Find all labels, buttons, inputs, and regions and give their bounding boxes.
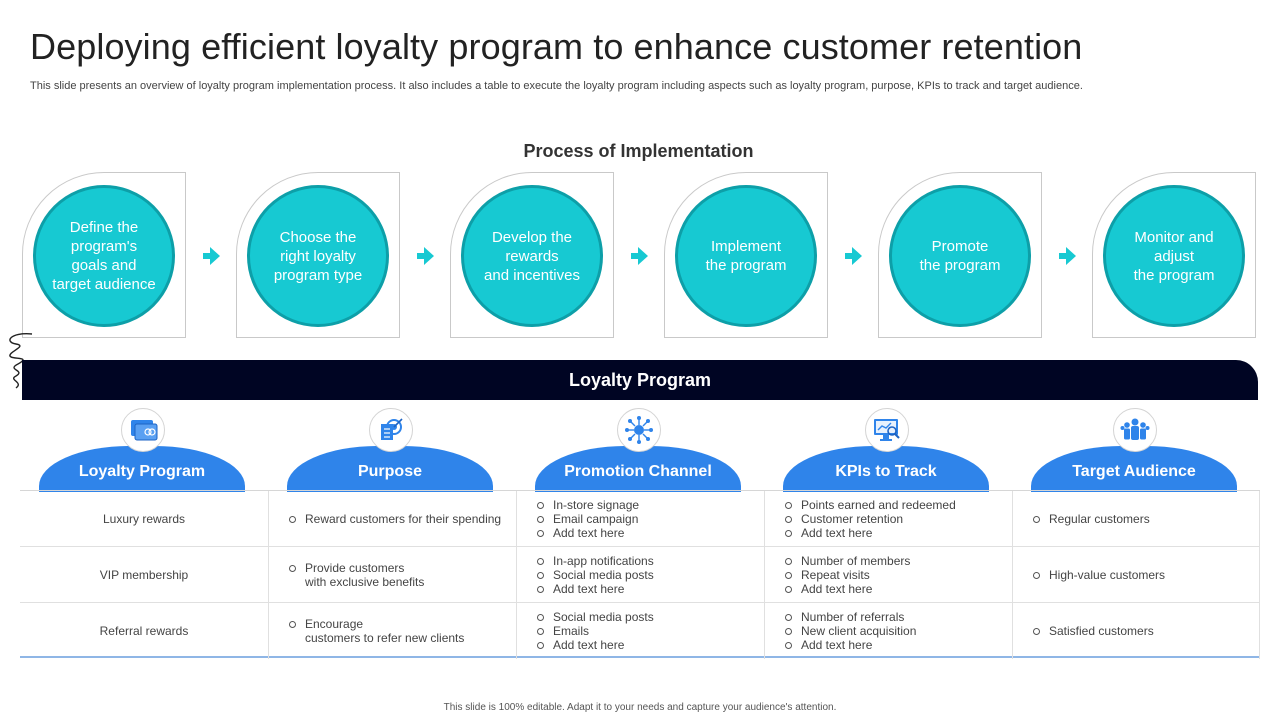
page-title: Deploying efficient loyalty program to e… [30,26,1083,67]
scribble-decoration-icon [9,333,33,389]
list-item: Add text here [535,638,654,652]
monitor-chart-icon [865,408,909,452]
list-item: In-app notifications [535,554,654,568]
card-icon [121,408,165,452]
arrow-right-icon [1059,247,1076,265]
list-item: Add text here [535,526,639,540]
column-header-purpose: Purpose [287,446,493,492]
list-item: Provide customers with exclusive benefit… [287,561,424,589]
step-box: Choose the right loyalty program type [236,172,400,338]
step-circle: Monitor and adjust the program [1103,185,1245,327]
purpose-cell: Encourage customers to refer new clients [268,603,516,659]
list-item: Repeat visits [783,568,910,582]
network-icon [617,408,661,452]
list-item: Social media posts [535,610,654,624]
list-item: Email campaign [535,512,639,526]
process-steps: Define the program's goals and target au… [0,172,1280,340]
list-item: Reward customers for their spending [287,512,501,526]
arrow-right-icon [417,247,434,265]
list-item: Points earned and redeemed [783,498,956,512]
program-cell: VIP membership [99,568,189,582]
list-item: Customer retention [783,512,956,526]
list-item: Encourage customers to refer new clients [287,617,464,645]
list-item: Add text here [783,526,956,540]
step-box: Develop the rewards and incentives [450,172,614,338]
column-header-promotion-channel: Promotion Channel [535,446,741,492]
list-item: Social media posts [535,568,654,582]
loyalty-program-bar: Loyalty Program [22,360,1258,400]
column-header-loyalty-program: Loyalty Program [39,446,245,492]
list-item: In-store signage [535,498,639,512]
step-box: Promote the program [878,172,1042,338]
list-item: Number of referrals [783,610,916,624]
program-cell: Luxury rewards [102,512,186,526]
step-circle: Implement the program [675,185,817,327]
list-item: High-value customers [1031,568,1165,582]
step-circle: Promote the program [889,185,1031,327]
people-icon [1113,408,1157,452]
table-row: Referral rewards Encourage customers to … [20,603,1260,659]
channel-cell: Social media posts Emails Add text here [516,603,764,659]
audience-cell: High-value customers [1012,547,1260,603]
arrow-right-icon [203,247,220,265]
audience-cell: Satisfied customers [1012,603,1260,659]
channel-cell: In-store signage Email campaign Add text… [516,491,764,547]
purpose-cell: Reward customers for their spending [268,491,516,547]
footer-note: This slide is 100% editable. Adapt it to… [443,702,837,713]
channel-cell: In-app notifications Social media posts … [516,547,764,603]
step-circle: Define the program's goals and target au… [33,185,175,327]
step-circle: Choose the right loyalty program type [247,185,389,327]
kpi-cell: Number of referrals New client acquisiti… [764,603,1012,659]
step-box: Define the program's goals and target au… [22,172,186,338]
list-item: Satisfied customers [1031,624,1154,638]
arrow-right-icon [845,247,862,265]
list-item: Number of members [783,554,910,568]
list-item: Emails [535,624,654,638]
target-icon [369,408,413,452]
purpose-cell: Provide customers with exclusive benefit… [268,547,516,603]
list-item: Regular customers [1031,512,1150,526]
step-box: Implement the program [664,172,828,338]
loyalty-table: Luxury rewards Reward customers for thei… [20,490,1260,659]
column-header-target-audience: Target Audience [1031,446,1237,492]
process-title: Process of Implementation [523,141,754,161]
arrow-right-icon [631,247,648,265]
audience-cell: Regular customers [1012,491,1260,547]
program-cell: Referral rewards [99,624,189,638]
list-item: Add text here [783,582,910,596]
kpi-cell: Number of members Repeat visits Add text… [764,547,1012,603]
kpi-cell: Points earned and redeemed Customer rete… [764,491,1012,547]
table-row: Luxury rewards Reward customers for thei… [20,491,1260,547]
list-item: Add text here [783,638,916,652]
page-subtitle: This slide presents an overview of loyal… [30,80,1083,92]
step-box: Monitor and adjust the program [1092,172,1256,338]
step-circle: Develop the rewards and incentives [461,185,603,327]
column-header-kpis: KPIs to Track [783,446,989,492]
table-row: VIP membership Provide customers with ex… [20,547,1260,603]
list-item: New client acquisition [783,624,916,638]
list-item: Add text here [535,582,654,596]
